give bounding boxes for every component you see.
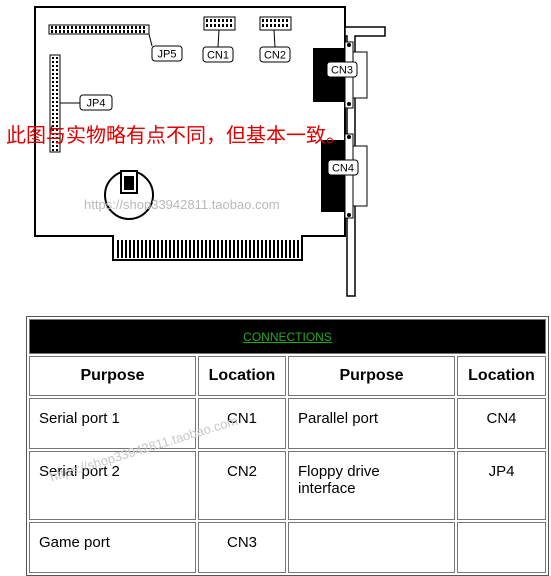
- cell-purpose: Floppy drive interface: [288, 451, 455, 520]
- header-location-1: Location: [198, 356, 286, 396]
- cn4-label: CN4: [332, 163, 354, 175]
- connections-table: CONNECTIONS Purpose Location Purpose Loc…: [26, 316, 549, 576]
- jp4-label-box: JP4: [79, 94, 113, 111]
- cell-location: [457, 522, 546, 573]
- cn1-label-box: CN1: [202, 46, 234, 63]
- cell-location: CN1: [198, 398, 286, 449]
- cn2-label-box: CN2: [259, 46, 291, 63]
- jp5-label: JP5: [158, 49, 177, 61]
- table-row: Serial port 2 CN2 Floppy drive interface…: [29, 451, 546, 520]
- table-row: Game port CN3: [29, 522, 546, 573]
- board-diagram: JP5 CN1 CN2 CN3 JP4: [34, 6, 386, 297]
- cell-location: JP4: [457, 451, 546, 520]
- cn2-header: [259, 16, 292, 48]
- cell-location: CN2: [198, 451, 286, 520]
- cell-location: CN4: [457, 398, 546, 449]
- jp5-label-box: JP5: [151, 45, 183, 62]
- cn1-label: CN1: [207, 50, 229, 62]
- cell-purpose: Game port: [29, 522, 196, 573]
- table-row: Serial port 1 CN1 Parallel port CN4: [29, 398, 546, 449]
- cn3-connector: CN3: [313, 41, 368, 109]
- header-location-2: Location: [457, 356, 546, 396]
- table-title-bar: CONNECTIONS: [29, 319, 546, 354]
- watermark-top: https://shop33942811.taobao.com: [84, 197, 280, 212]
- cell-purpose: [288, 522, 455, 573]
- cell-purpose: Serial port 2: [29, 451, 196, 520]
- cn1-header: [203, 16, 236, 48]
- table-header-row: Purpose Location Purpose Location: [29, 356, 546, 396]
- cn3-label: CN3: [331, 65, 353, 77]
- jp4-label: JP4: [87, 98, 106, 110]
- jp5-header: [48, 24, 153, 47]
- cn2-label: CN2: [264, 50, 286, 62]
- header-purpose-1: Purpose: [29, 356, 196, 396]
- edge-connector: [117, 240, 299, 258]
- table-title[interactable]: CONNECTIONS: [243, 329, 332, 344]
- overlay-note: 此图与实物略有点不同，但基本一致。: [6, 123, 346, 147]
- cell-location: CN3: [198, 522, 286, 573]
- battery-icon: [104, 170, 154, 220]
- cell-purpose: Serial port 1: [29, 398, 196, 449]
- cell-purpose: Parallel port: [288, 398, 455, 449]
- cn4-connector: CN4: [321, 133, 368, 219]
- header-purpose-2: Purpose: [288, 356, 455, 396]
- jp4-header: [49, 54, 80, 153]
